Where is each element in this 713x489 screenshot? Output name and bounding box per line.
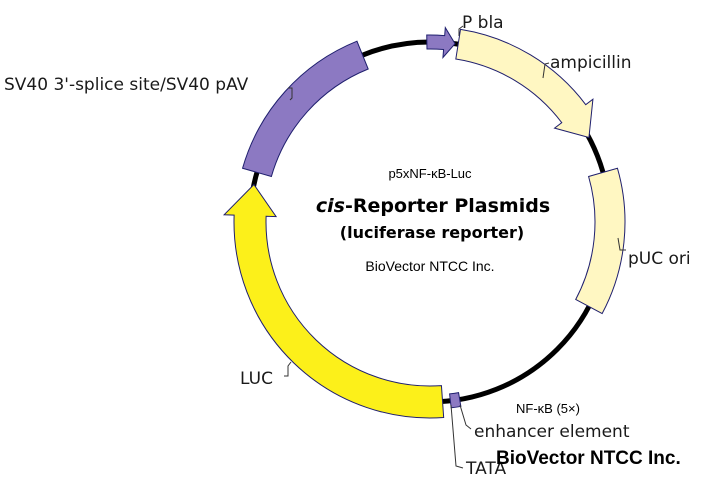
- feature-ampicillin: [455, 28, 594, 139]
- plasmid-title-italic: cis: [316, 195, 345, 217]
- feature-p-bla: [426, 26, 456, 59]
- label-p-bla: P bla: [462, 13, 504, 33]
- label-tata: TATA: [465, 459, 506, 479]
- plasmid-title-rest: -Reporter Plasmids: [345, 195, 550, 217]
- tick-p-bla: [458, 25, 464, 36]
- company-name: BioVector NTCC Inc.: [365, 258, 494, 274]
- feature-sv40: [241, 40, 369, 178]
- label-luc: LUC: [240, 369, 273, 389]
- label-enhancer: enhancer element: [474, 422, 630, 442]
- tick-sv40: [288, 87, 293, 101]
- label-ampicillin: ampicillin: [550, 53, 632, 73]
- feature-nfkb-enhancer: [449, 392, 462, 409]
- label-sv40: SV40 3'-splice site/SV40 pAV: [4, 75, 249, 95]
- feature-luc: [222, 183, 445, 419]
- tick-tata: [450, 404, 464, 469]
- plasmid-title: cis-Reporter Plasmids: [316, 195, 550, 217]
- label-nfkb: NF-κB (5×): [516, 401, 580, 416]
- feature-puc-ori: [575, 167, 626, 315]
- tick-enhancer: [459, 404, 472, 430]
- watermark: BioVector NTCC Inc.: [496, 448, 681, 469]
- tick-ampicillin: [542, 62, 550, 79]
- plasmid-name: p5xNF-κB-Luc: [388, 166, 472, 181]
- label-puc-ori: pUC ori: [628, 249, 691, 269]
- tick-luc: [284, 361, 292, 377]
- plasmid-subtitle: (luciferase reporter): [340, 223, 524, 242]
- tick-puc-ori: [617, 237, 626, 251]
